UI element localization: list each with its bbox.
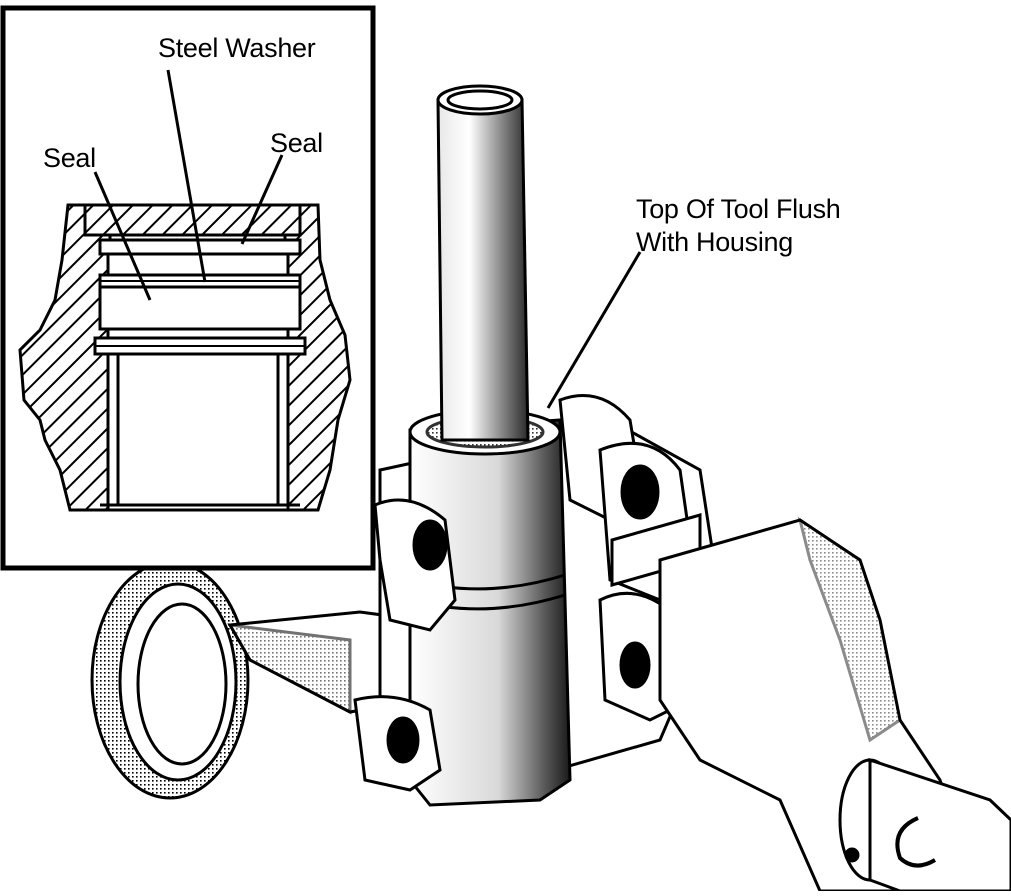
tool-flush-label-line1: Top Of Tool Flush [636,194,841,224]
inset-cross-section [0,5,376,571]
seal-left-label: Seal [43,143,96,173]
steering-gear-housing [90,84,1011,893]
tool-flush-label-line2: With Housing [636,227,793,257]
tool-flush-leader-line [546,251,642,409]
installer-tool [436,84,530,442]
inset-leader-lines [93,69,284,301]
port-ring [90,560,250,800]
steel-washer-label: Steel Washer [158,33,316,63]
seal-right-label: Seal [270,128,323,158]
